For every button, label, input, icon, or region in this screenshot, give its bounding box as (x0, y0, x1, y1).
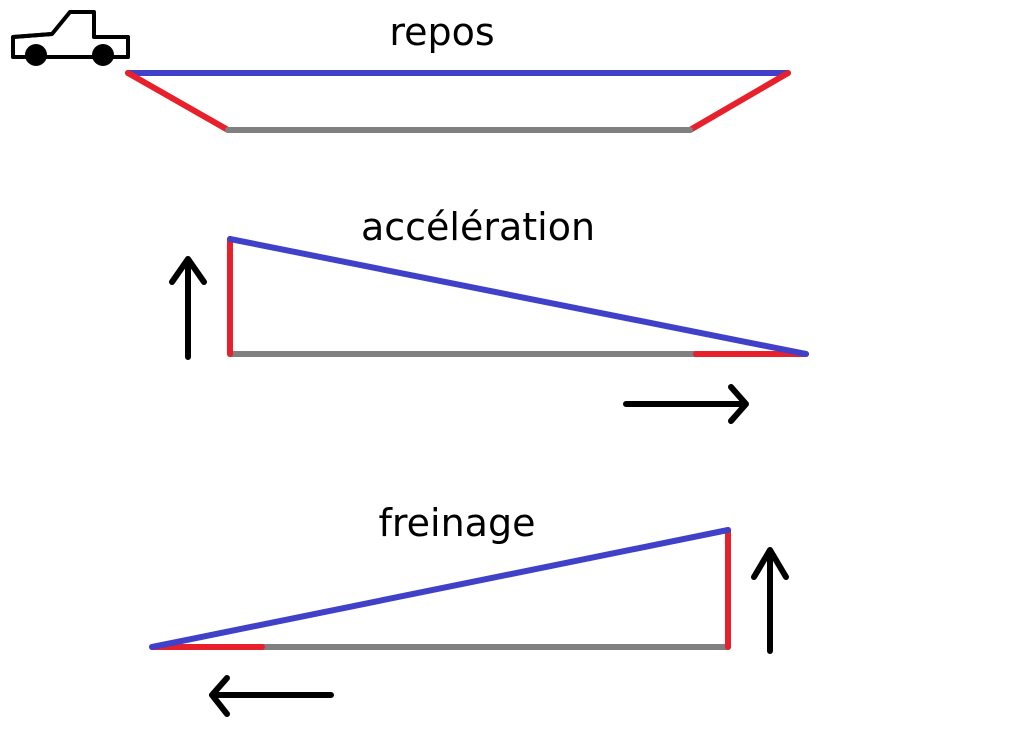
rest-suspension-right (687, 70, 791, 133)
acceleration-state: accélération (169, 205, 809, 424)
right-arrow-icon (623, 384, 749, 424)
rest-suspension-left (125, 70, 231, 133)
acceleration-label: accélération (361, 205, 595, 249)
up-arrow-icon (751, 547, 789, 654)
up-arrow-icon (169, 256, 207, 360)
car-icon (11, 10, 130, 66)
braking-state: freinage (149, 501, 789, 717)
acceleration-body-bar (227, 236, 809, 357)
left-arrow-icon (209, 675, 334, 717)
braking-label: freinage (379, 501, 536, 545)
rest-label: repos (389, 10, 494, 54)
rest-state: repos (125, 10, 791, 133)
braking-body-bar (149, 527, 731, 650)
